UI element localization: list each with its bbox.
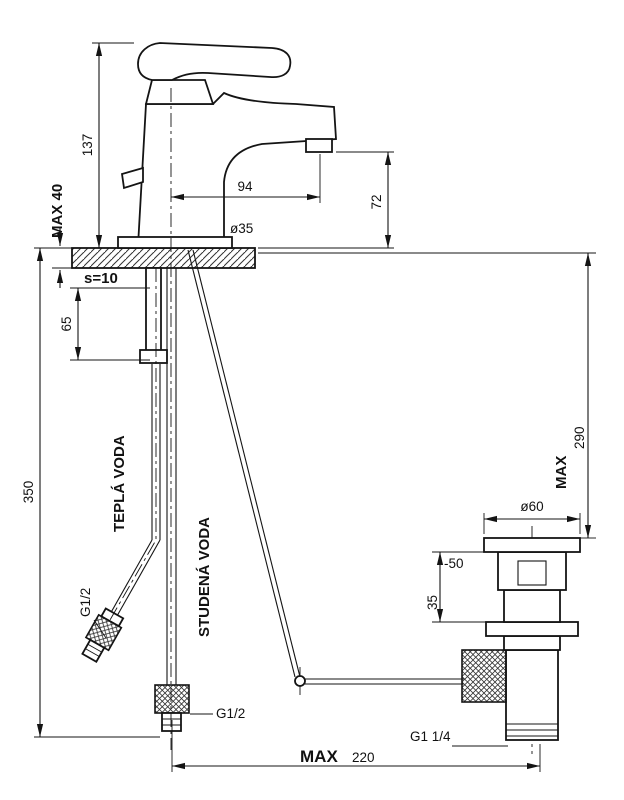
- faucet-cartridge-dome: [144, 79, 215, 105]
- hot-hose-bend-left: [108, 539, 153, 617]
- dim-text-35: 35: [425, 595, 440, 610]
- mounting-hardware: [139, 267, 168, 364]
- dim-text-137: 137: [80, 134, 95, 157]
- spout-aerator: [305, 138, 333, 153]
- dim-text-dia60: ø60: [520, 499, 543, 514]
- hot-thread-line: [87, 643, 102, 653]
- cold-water-hose: [154, 268, 190, 732]
- hot-hose-fitting: [81, 607, 125, 663]
- hot-hose-bend-right: [116, 539, 161, 617]
- popup-rod-diagonal: [187, 249, 296, 678]
- drain-upper-body: [497, 551, 567, 591]
- dim-text-max40: MAX 40: [49, 184, 66, 238]
- dim-text-max-bottom: MAX: [300, 747, 338, 766]
- popup-lever-knob: [120, 166, 144, 190]
- label-drain-thread: G1 1/4: [410, 729, 451, 744]
- drain-knurled-nut: [461, 649, 507, 703]
- label-cold-water: STUDENÁ VODA: [196, 517, 213, 637]
- deck-slab: [71, 247, 256, 269]
- dim-text-290: 290: [572, 426, 587, 449]
- dim-text-350: 350: [21, 481, 36, 504]
- annotation-labels: TEPLÁ VODA STUDENÁ VODA G1/2 G1/2 G1 1/4: [78, 435, 451, 744]
- cold-hose-thread-tail: [161, 712, 182, 732]
- hot-water-hose: [81, 364, 161, 663]
- drain-spacer: [503, 635, 561, 651]
- hot-thread-line: [85, 648, 100, 657]
- mounting-nut: [139, 349, 168, 364]
- leader-hot-thread: [93, 619, 107, 639]
- drain-mid-body: [503, 589, 561, 623]
- faucet-lever-handle: [137, 42, 292, 81]
- popup-ball-joint: [294, 675, 306, 687]
- dim-text-65: 65: [59, 316, 74, 331]
- dim-text-dia35: ø35: [230, 221, 253, 236]
- drain-assembly: [461, 537, 581, 741]
- faucet: [117, 42, 337, 249]
- hot-hose-centerline: [109, 268, 157, 621]
- cold-hose-nut: [154, 684, 190, 714]
- drain-tailpiece: [505, 649, 559, 741]
- drain-plug-window: [517, 560, 547, 586]
- faucet-body-and-spout: [137, 91, 337, 247]
- label-hot-thread: G1/2: [78, 588, 93, 617]
- label-cold-thread: G1/2: [216, 706, 245, 721]
- dim-text-72: 72: [369, 194, 384, 209]
- base-escutcheon-plate: [117, 236, 233, 249]
- drain-top-flange: [483, 537, 581, 553]
- mounting-stud: [145, 267, 162, 353]
- popup-linkage: [187, 249, 464, 695]
- dimension-labels: 137 MAX 40 s=10 65 350 94 72 ø35 ø60 MAX…: [21, 134, 587, 766]
- label-hot-water: TEPLÁ VODA: [111, 435, 128, 532]
- dim-text-s10: s=10: [84, 270, 118, 287]
- dim-text-50: -50: [444, 556, 464, 571]
- dim-text-220: 220: [352, 750, 375, 765]
- dim-text-max-right: MAX: [553, 456, 570, 489]
- dim-text-94: 94: [237, 179, 253, 194]
- drain-lower-flange: [485, 621, 579, 637]
- popup-rod-diagonal: [192, 249, 301, 678]
- countertop-deck: [71, 247, 256, 269]
- dimension-lines: [36, 43, 592, 770]
